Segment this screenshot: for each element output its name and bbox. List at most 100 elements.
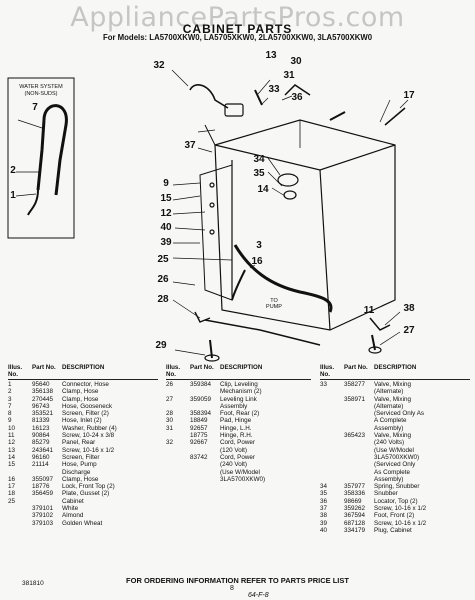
callout-29: 29 <box>155 340 167 351</box>
description-cell: Valve, Mixing <box>374 432 411 440</box>
header-illus: Illus. No. <box>8 364 23 378</box>
description-cell: (240 Volt) <box>220 461 247 469</box>
callout-28: 28 <box>157 294 169 305</box>
callout-32: 32 <box>153 60 165 71</box>
part-number-cell: 379101 <box>32 505 54 513</box>
part-number-cell: 365423 <box>344 432 366 440</box>
illus-cell: 7 <box>8 402 12 410</box>
description-cell: Hose, Pump <box>62 461 97 469</box>
part-number-cell: 95640 <box>32 381 50 388</box>
part-number-cell: 83742 <box>190 453 208 461</box>
table-row: (Use W/Model <box>166 469 311 476</box>
callout-33: 33 <box>268 84 280 95</box>
callout-12: 12 <box>160 208 172 219</box>
callout-27: 27 <box>403 325 415 336</box>
illus-cell <box>166 388 190 395</box>
illus-cell: 35 <box>320 490 328 498</box>
description-cell: Clip, Leveling <box>220 381 258 388</box>
description-cell: Washer, Rubber (4) <box>62 424 117 432</box>
table-row: (Use W/Model <box>320 447 470 454</box>
part-number-cell: 367594 <box>344 512 366 520</box>
illus-cell: 9 <box>8 417 12 425</box>
part-number-cell <box>344 417 374 424</box>
water-system-box <box>7 77 75 239</box>
part-number-cell: 96160 <box>32 453 50 461</box>
callout-40: 40 <box>160 222 172 233</box>
table-row: (Serviced Only <box>320 461 470 468</box>
description-cell: Golden Wheat <box>62 519 103 527</box>
part-number-cell: 334179 <box>344 526 366 534</box>
description-cell: Locator, Top (2) <box>374 497 418 505</box>
part-number-cell: 687128 <box>344 519 366 527</box>
description-cell: (Use W/Model <box>374 446 414 454</box>
part-number-cell <box>32 498 62 505</box>
table-row: (Alternate) <box>320 403 470 410</box>
part-number-cell: 353521 <box>32 410 54 418</box>
header-part: Part No. <box>190 364 214 371</box>
description-cell: Hinge, L.H. <box>220 424 252 432</box>
part-number-cell: 359059 <box>190 395 212 403</box>
callout-15: 15 <box>160 193 172 204</box>
callout-34: 34 <box>253 154 265 165</box>
callout-35: 35 <box>253 168 265 179</box>
page-title: CABINET PARTS <box>182 22 293 36</box>
description-cell: Leveling Link <box>220 395 257 403</box>
callout-25: 25 <box>157 254 169 265</box>
description-cell: Screen, Filter <box>62 453 100 461</box>
part-number-cell <box>344 447 374 454</box>
illus-cell <box>320 461 344 468</box>
table-header: Illus. No. Part No. DESCRIPTION <box>166 364 311 378</box>
header-illus: Illus. No. <box>166 364 181 378</box>
illus-cell <box>8 469 32 476</box>
table-row: 3LA5700XKW0) <box>166 476 311 483</box>
part-number-cell: 21114 <box>32 461 49 469</box>
part-number-cell: 356459 <box>32 490 54 498</box>
callout-36: 36 <box>291 92 303 103</box>
table-row: (Alternate) <box>320 388 470 395</box>
part-number-cell: 355097 <box>32 475 54 483</box>
illus-cell: 36 <box>320 497 328 505</box>
part-number-cell: 379102 <box>32 512 54 520</box>
table-header: Illus. No. Part No. DESCRIPTION <box>320 364 470 378</box>
part-number-cell: 18776 <box>32 483 50 491</box>
header-description: DESCRIPTION <box>220 364 263 371</box>
illus-cell: 11 <box>8 432 15 440</box>
part-number-cell: 96743 <box>32 402 50 410</box>
description-cell: Snubber <box>374 490 398 498</box>
description-cell: (Serviced Only <box>374 461 416 469</box>
callout-16: 16 <box>251 256 263 267</box>
illus-cell: 12 <box>8 439 16 447</box>
illus-cell: 32 <box>166 439 174 447</box>
table-row: Mechanism (2) <box>166 388 311 395</box>
description-cell: Screw, 10-16 x 1/2 <box>374 505 427 513</box>
callout-13: 13 <box>265 50 277 61</box>
description-cell: Assembly) <box>374 475 404 483</box>
part-number-cell: 358394 <box>190 410 212 418</box>
table-row: Assembly <box>166 403 311 410</box>
description-cell: Assembly) <box>374 424 404 432</box>
description-cell: As Complete <box>374 468 411 476</box>
part-number-cell <box>190 447 220 454</box>
callout-38: 38 <box>403 303 415 314</box>
description-cell: Screw, 10-24 x 3/8 <box>62 432 115 440</box>
illus-cell <box>320 388 344 395</box>
table-row: (240 Volt) <box>166 461 311 468</box>
ordering-footer: FOR ORDERING INFORMATION REFER TO PARTS … <box>126 576 349 585</box>
part-number-cell: 356138 <box>32 388 54 396</box>
